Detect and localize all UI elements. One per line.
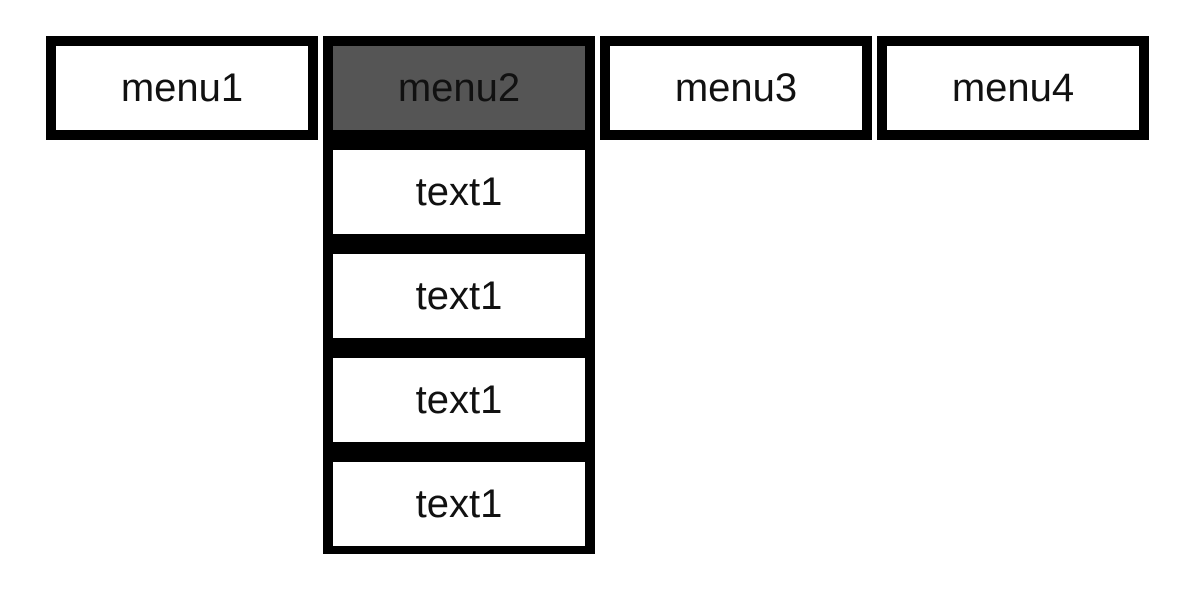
menu-item-menu4[interactable]: menu4 — [877, 36, 1149, 140]
menu-item-menu1[interactable]: menu1 — [46, 36, 318, 140]
dropdown-item-1[interactable]: text1 — [333, 150, 585, 234]
menu-item-menu2-label: menu2 — [397, 65, 521, 110]
menu2-dropdown: text1 text1 text1 text1 — [323, 138, 595, 554]
dropdown-item-3[interactable]: text1 — [333, 358, 585, 442]
menu-item-menu3[interactable]: menu3 — [600, 36, 872, 140]
menu-bar: menu1 menu2 text1 text1 text1 text1 menu… — [46, 36, 1149, 554]
menu-item-menu2[interactable]: menu2 text1 text1 text1 text1 — [323, 36, 595, 554]
dropdown-item-4[interactable]: text1 — [333, 462, 585, 546]
dropdown-item-2[interactable]: text1 — [333, 254, 585, 338]
